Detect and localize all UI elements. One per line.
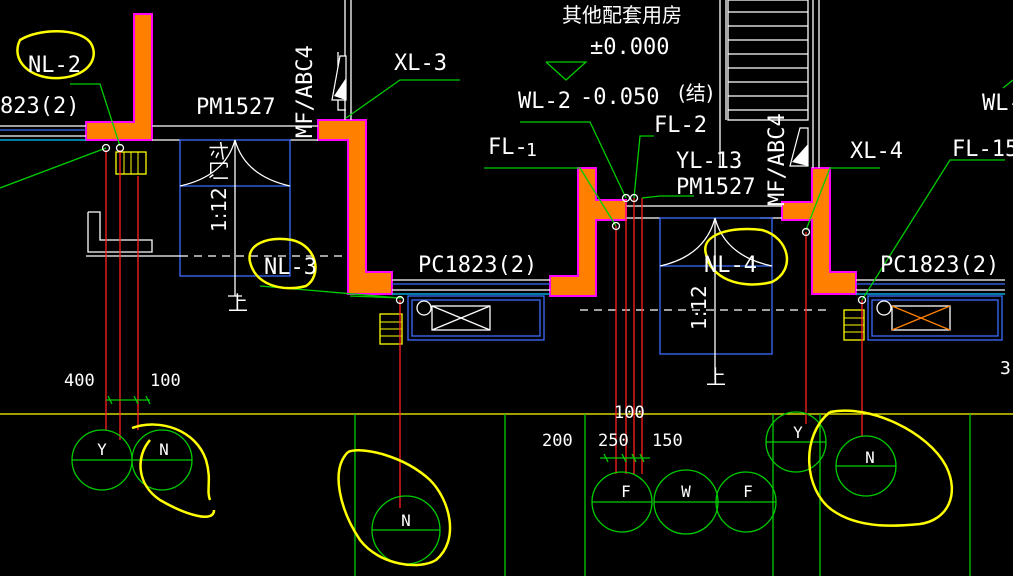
pipe-circle-n2-label: N [401,511,411,530]
label-nl2[interactable]: NL-2 [28,53,81,78]
label-fl2[interactable]: FL-2 [654,113,707,138]
label-nl4[interactable]: NL-4 [704,253,757,278]
markup-nl2 [16,30,95,80]
label-pc-left[interactable]: PC1823(2) [418,253,537,278]
label-xl3[interactable]: XL-3 [394,51,447,76]
label-elev-000[interactable]: ±0.000 [590,35,669,60]
markup-nl3 [248,237,317,290]
label-mf-left[interactable]: MF/ABC4 [293,45,318,138]
dimension-texts: 400 100 100 200 250 150 [64,371,683,451]
window-pc1823-right [856,279,1005,341]
label-left-window[interactable]: 823(2) [0,94,79,119]
label-nl3[interactable]: NL-3 [264,255,317,280]
pipe-circle-w1[interactable]: W [653,469,719,535]
pipe-circle-f1[interactable]: F [591,471,653,533]
pipe-circle-f1-label: F [621,482,631,501]
text-labels: NL-2 823(2) PM1527 MF/ABC4 XL-3 其他配套用房 ±… [0,3,1013,389]
label-jie[interactable]: (结) [678,81,714,105]
wall-right [781,167,857,295]
label-fl-left-sub: 1 [526,140,537,161]
wall-center [549,167,627,297]
label-wl2[interactable]: WL-2 [518,89,571,114]
pipe-nodes [101,143,867,305]
pipe-circle-y2-label: Y [793,423,803,442]
label-fl-left[interactable]: FL- [488,135,528,160]
label-wl-edge[interactable]: WL- [982,91,1013,116]
drain-grates [115,151,865,345]
label-pc-right[interactable]: PC1823(2) [880,253,999,278]
pipe-circle-n1-label: N [159,440,169,459]
label-room-title[interactable]: 其他配套用房 [562,3,682,27]
pipe-circle-y1[interactable]: Y [71,429,133,491]
window-pc1823-left [392,279,550,341]
label-elev-050[interactable]: -0.050 [580,85,659,110]
leader-lines [0,61,1013,301]
pipe-circle-f2[interactable]: F [715,471,777,533]
label-edge-num: 3 [1000,358,1011,379]
markup-circle-n2 [337,449,452,567]
markup-nl4 [704,227,789,286]
markup-annotations [16,30,954,567]
label-fl15[interactable]: FL-15 [952,137,1013,162]
grid-lines [0,413,1013,576]
label-pm-mid[interactable]: PM1527 [676,175,755,200]
wall-left [85,13,153,141]
dim-150: 150 [652,431,683,451]
extinguisher-icons [331,55,809,167]
dimension-lines [106,395,650,463]
label-xl4[interactable]: XL-4 [850,139,903,164]
pipes [105,150,863,508]
label-ramp-mid: 1:12 [687,285,711,330]
label-yl13[interactable]: YL-13 [676,149,742,174]
label-shang-mid: 上 [706,365,726,389]
dim-400: 400 [64,371,95,391]
markup-circle-n1 [131,423,216,518]
label-mf-right[interactable]: MF/ABC4 [765,113,790,206]
label-ramp-left: 1:12 门斗 [207,141,231,232]
pipe-circle-y2[interactable]: Y [765,411,827,473]
pipe-circle-w1-label: W [681,482,691,501]
walls [85,13,857,297]
pipe-circle-n3[interactable]: N [835,435,897,497]
pipe-circle-f2-label: F [743,482,753,501]
dim-200: 200 [542,431,573,451]
pipe-circle-n3-label: N [865,448,875,467]
pipe-circle-y1-label: Y [97,440,107,459]
dim-100-mid: 100 [614,403,645,423]
dim-100-left: 100 [150,371,181,391]
dim-250: 250 [598,431,629,451]
wall-center-left [317,119,393,295]
label-pm-left[interactable]: PM1527 [196,95,275,120]
building-outlines [0,0,830,380]
pipe-circle-n2[interactable]: N [371,495,441,565]
label-shang-left: 上 [228,291,248,315]
markup-circle-n3 [808,409,954,527]
